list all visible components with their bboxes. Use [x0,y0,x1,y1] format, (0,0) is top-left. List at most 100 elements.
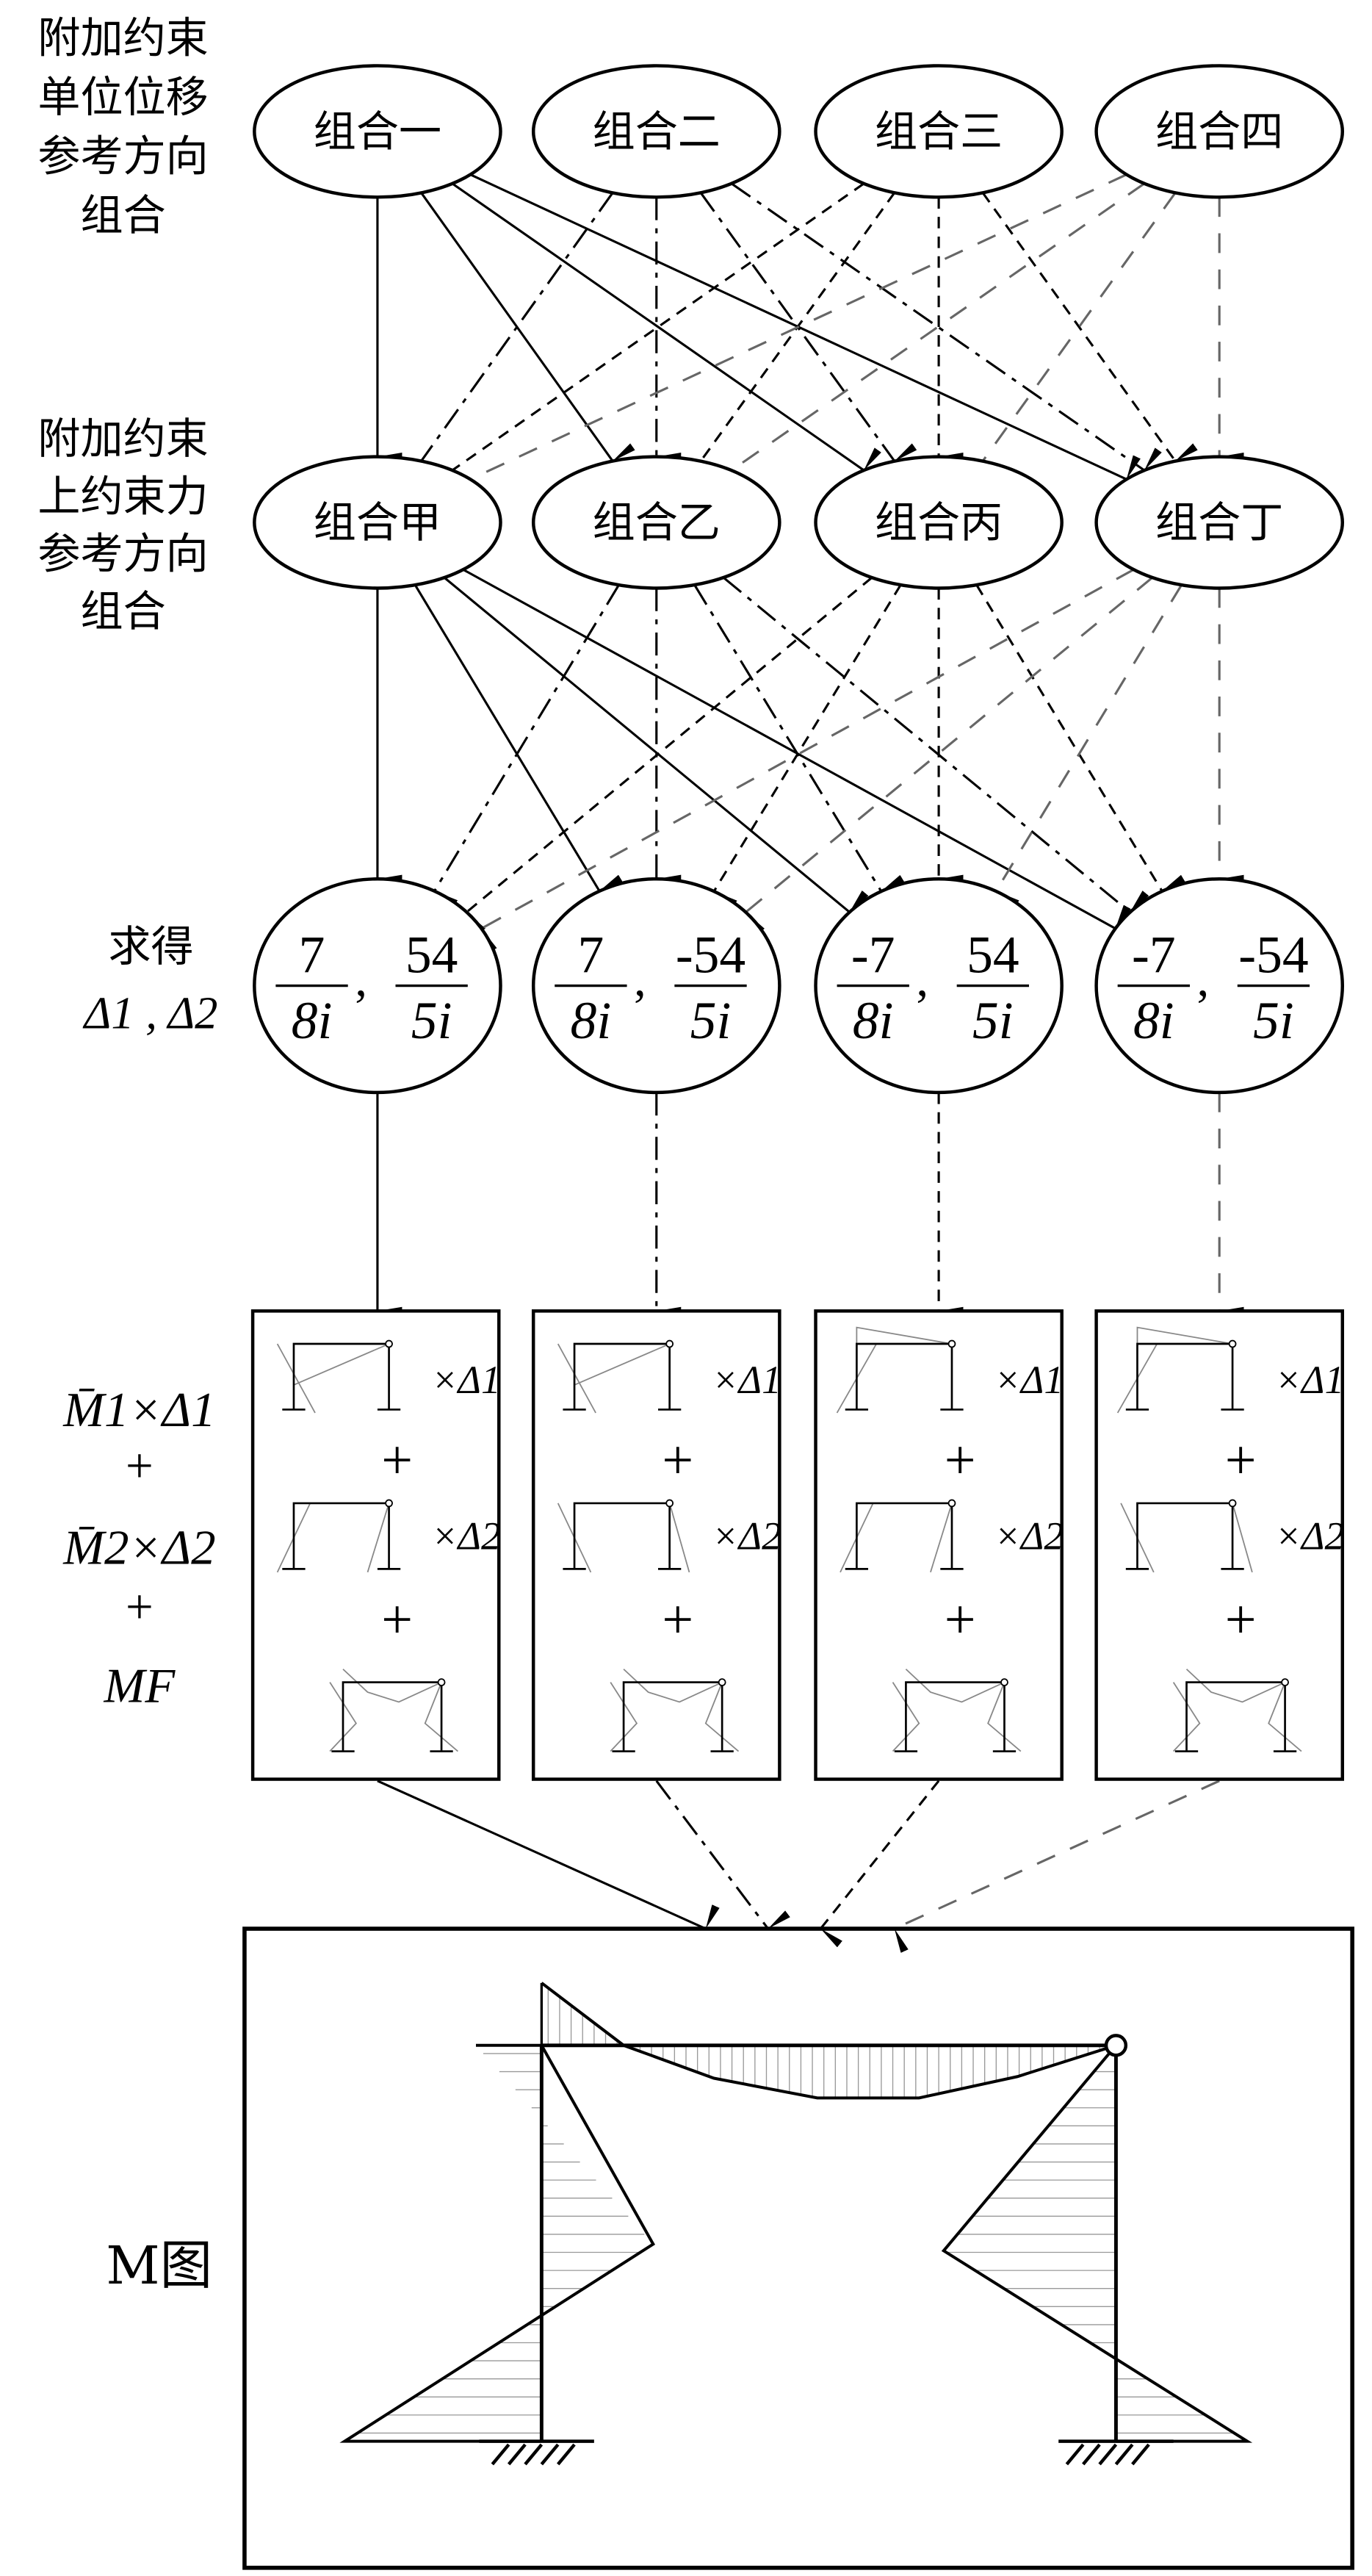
final-moment-diagram [242,1926,1354,2570]
label-line: 上约束力 [37,471,208,521]
label-plus1: + [126,1438,154,1493]
comma: , [355,951,367,1007]
unit-moment-diagram-2 [840,1499,964,1573]
label-solve-deltas: 求得 Δ1 , Δ2 [82,921,218,1039]
node-label: 组合乙 [593,497,721,547]
node-ellipse [1094,64,1345,199]
force-combo-node: 组合甲 [253,455,502,590]
delta2-numerator: 54 [405,927,458,985]
hinge-icon [665,1499,674,1508]
edge-force-to-solution [722,576,1149,913]
edge-displacement-to-force [731,182,1162,472]
load-moment-diagram [1172,1669,1302,1752]
label-term3: MF [104,1658,176,1713]
unit-moment-diagram-1 [557,1339,682,1414]
delta1-denominator: 8i [292,992,333,1050]
edge-force-to-solution [443,576,869,913]
comma: , [1196,951,1209,1007]
node-label: 组合丙 [875,497,1003,547]
hinge-icon [947,1339,956,1348]
edges [376,173,1244,1953]
edge-displacement-to-force [981,192,1198,462]
edge-force-to-solution [712,584,902,908]
edge-force-to-solution [462,568,1131,930]
node-ellipse [1094,455,1345,590]
hinge-icon [1228,1499,1237,1508]
force-combo-row: 组合甲 组合乙 组合丙 组合丁 [253,455,1345,590]
fixed-support-right-icon [1058,2439,1174,2466]
frame-structure [1125,1339,1244,1411]
unit-moment-diagram-2 [1120,1499,1253,1573]
force-combo-node: 组合丙 [814,455,1064,590]
frame-structure [845,1339,964,1411]
label-term2: M̄2×Δ2 [62,1520,215,1575]
edge-displacement-to-force [451,182,881,472]
edge-displacement-to-force [420,192,614,479]
load-moment-diagram [610,1669,740,1752]
delta1-numerator: 7 [578,927,604,985]
node-ellipse [814,455,1064,590]
edge-force-to-solution [975,584,1185,892]
label-plus2: + [126,1579,154,1634]
hinge-icon [385,1499,393,1508]
moment-hatching [357,1987,1235,2434]
multiplier-delta2: ×Δ2 [431,1514,500,1558]
plus-sign: + [381,1589,413,1650]
node-ellipse [253,455,502,590]
node-ellipse [531,64,781,199]
hinge-icon [1228,1339,1237,1348]
fixed-support-left-icon [479,2439,594,2466]
label-unit-displacement-combos: 附加约束 单位位移 参考方向 组合 [37,13,208,241]
displacement-combo-row: 组合一组合二组合三组合四 [253,64,1345,199]
edge-force-to-solution [745,576,1153,935]
displacement-combo-node: 组合一 [253,64,502,199]
superposition-box: ×Δ1+×Δ2+ [250,1309,501,1781]
hinge-icon [385,1339,393,1348]
delta2-denominator: 5i [411,992,452,1050]
label-deltas: Δ1 , Δ2 [82,987,218,1039]
node-label: 组合二 [593,107,721,156]
displacement-combo-node: 组合二 [531,64,781,199]
hinge-icon [665,1339,674,1348]
delta1-numerator: -7 [1132,927,1176,985]
delta2-numerator: -54 [676,927,745,985]
node-label: 组合甲 [314,497,441,547]
force-combo-node: 组合丁 [1094,455,1345,590]
displacement-combo-node: 组合三 [814,64,1064,199]
multiplier-delta1: ×Δ1 [431,1358,500,1402]
label-constraint-force-combos: 附加约束 上约束力 参考方向 组合 [37,414,208,636]
node-ellipse [814,877,1064,1095]
label-line: 参考方向 [37,132,208,181]
node-ellipse [531,877,781,1095]
edge-superposition-to-final [377,1780,720,1930]
label-line: 组合 [80,586,165,636]
hinge-icon [1104,2034,1128,2057]
label-m-diagram: M图 [106,2235,212,2296]
frame-structure [845,1499,964,1570]
superposition-box: ×Δ1+×Δ2+ [814,1309,1064,1781]
delta1-denominator: 8i [1133,992,1174,1050]
edge-displacement-to-force [981,192,1177,479]
unit-moment-diagram-2 [557,1499,690,1573]
delta2-denominator: 5i [972,992,1014,1050]
edge-force-to-solution [433,584,620,907]
delta1-denominator: 8i [853,992,894,1050]
multiplier-delta2: ×Δ2 [994,1514,1064,1558]
label-superposition: M̄1×Δ1 + M̄2×Δ2 + MF [62,1382,215,1713]
delta2-numerator: 54 [967,927,1019,985]
moment-left-column [339,2043,655,2443]
frame-structure [282,1339,401,1411]
hinge-icon [1281,1678,1289,1686]
label-term1: M̄1×Δ1 [62,1382,215,1437]
frame-structure [1174,1678,1297,1752]
multiplier-delta2: ×Δ2 [712,1514,781,1558]
comma: , [916,951,928,1007]
hinge-icon [437,1678,446,1686]
load-moment-diagram [892,1669,1022,1752]
